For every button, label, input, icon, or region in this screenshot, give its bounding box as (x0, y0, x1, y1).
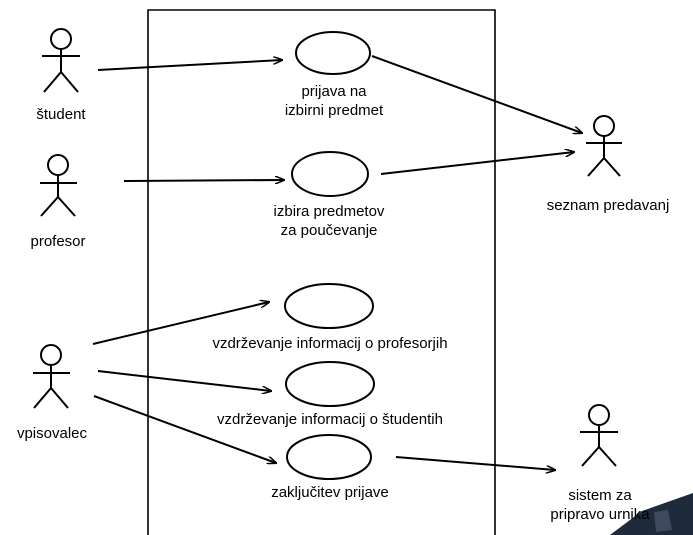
arrow-vpisovalec-to-zakljucitev (93, 395, 276, 463)
actor-label-sistem-line2: pripravo urnika (550, 506, 650, 523)
usecase-zakljucitev-ellipse (286, 434, 372, 480)
usecase-label-prijava-line2: izbirni predmet (284, 102, 384, 119)
usecase-izbira-ellipse (291, 151, 369, 197)
actor-label-vpisovalec: vpisovalec (16, 425, 88, 442)
actor-vpisovalec (33, 344, 70, 409)
arrow-izbira-to-seznam (380, 152, 574, 175)
usecase-prijava-ellipse (295, 31, 371, 75)
usecase-label-zakljucitev: zaključitev prijave (271, 484, 389, 501)
usecase-label-vzdrzevanje-studentih: vzdrževanje informacij o študentih (217, 411, 443, 428)
actor-student (42, 28, 80, 93)
usecase-label-prijava-line1: prijava na (301, 83, 367, 100)
arrow-vpisovalec-to-profesorjih (92, 302, 269, 345)
system-boundary (147, 9, 496, 535)
actor-label-sistem-line1: sistem za (568, 487, 632, 504)
actor-seznam-predavanj (586, 115, 622, 177)
usecase-vzdrzevanje-profesorjih-ellipse (284, 283, 374, 329)
actor-sistem-za-pripravo-urnika (580, 404, 618, 467)
usecase-label-prijava: prijava na izbirni predmet (246, 82, 422, 120)
arrow-vpisovalec-to-studentih (97, 370, 271, 391)
usecase-label-vzdrzevanje-profesorjih: vzdrževanje informacij o profesorjih (212, 335, 448, 352)
actor-label-student: študent (36, 106, 86, 123)
actor-label-sistem: sistem za pripravo urnika (540, 486, 660, 524)
arrow-student-to-prijava (97, 60, 282, 71)
actor-label-seznam-predavanj: seznam predavanj (546, 197, 670, 214)
usecase-vzdrzevanje-studentih-ellipse (285, 361, 375, 407)
corner-badge-icon (610, 493, 693, 535)
actor-profesor (40, 154, 77, 217)
actor-label-profesor: profesor (30, 233, 86, 250)
usecase-label-izbira-line1: izbira predmetov (273, 203, 385, 220)
arrow-profesor-to-izbira (123, 180, 284, 181)
arrow-prijava-to-seznam (371, 55, 582, 133)
arrow-zakljucitev-to-sistem (395, 456, 555, 470)
usecase-label-izbira: izbira predmetov za poučevanje (241, 202, 417, 240)
usecase-label-izbira-line2: za poučevanje (280, 222, 378, 239)
